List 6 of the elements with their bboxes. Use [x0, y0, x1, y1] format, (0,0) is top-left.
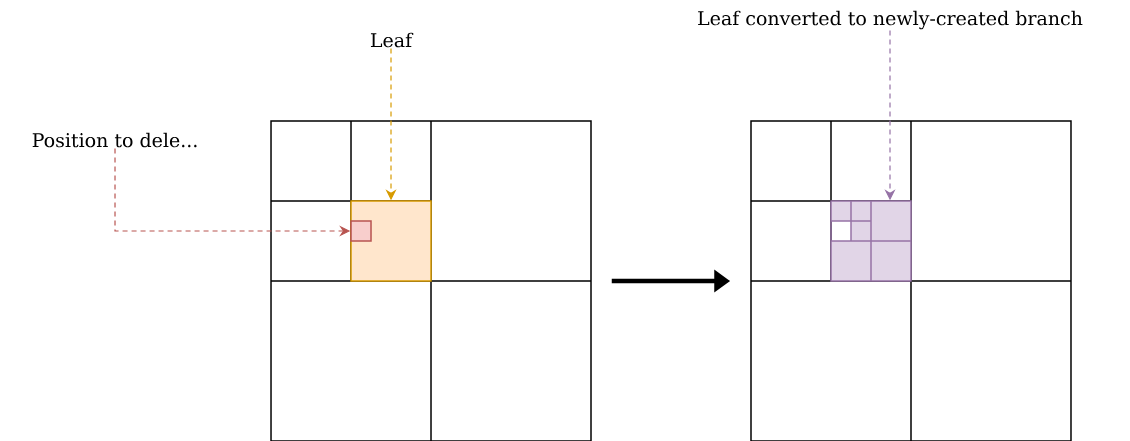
text-label: Leaf — [370, 32, 414, 48]
leaf-cell — [350, 200, 432, 282]
deleted-cell — [350, 220, 372, 242]
branch-drawing — [830, 200, 912, 282]
text-label: Position to dele... — [32, 132, 197, 148]
text-label: Leaf converted to newly-created branch — [698, 10, 1083, 30]
